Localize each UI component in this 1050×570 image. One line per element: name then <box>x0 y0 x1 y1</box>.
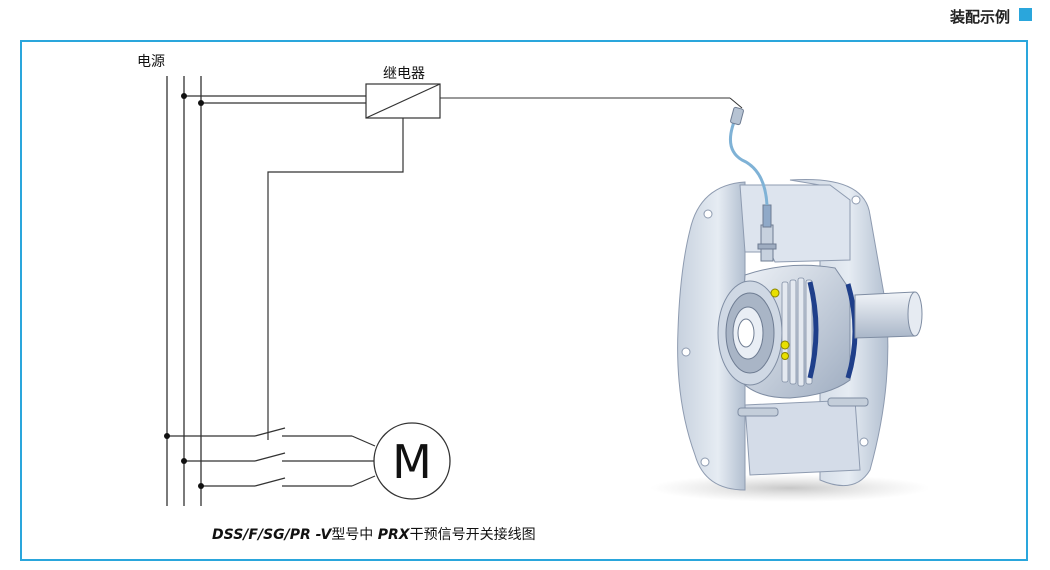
diagram-caption: DSS/F/SG/PR -V型号中 PRX干预信号开关接线图 <box>212 524 536 544</box>
caption-product: PRX <box>377 527 410 543</box>
header-marker <box>1019 8 1032 21</box>
signal-wire <box>440 97 743 109</box>
caption-suffix: 干预信号开关接线图 <box>409 527 536 543</box>
motor-label: M <box>392 435 432 489</box>
junction-dot <box>198 483 204 489</box>
junction-dot <box>164 433 170 439</box>
motor-symbol <box>373 422 451 500</box>
caption-model: DSS/F/SG/PR -V <box>212 527 332 543</box>
junction-dot <box>181 458 187 464</box>
relay-supply-wires <box>184 95 366 104</box>
motor-feed-lines <box>167 427 376 487</box>
control-wire <box>267 118 404 440</box>
junction-dot <box>181 93 187 99</box>
junction-dot <box>198 100 204 106</box>
header-title: 装配示例 <box>949 8 1010 26</box>
power-bus <box>166 76 202 506</box>
torque-limiter-illustration <box>650 106 930 502</box>
power-label: 电源 <box>137 54 165 70</box>
relay-label: 继电器 <box>383 66 425 82</box>
diagram-frame <box>20 40 1028 561</box>
caption-middle: 型号中 <box>331 527 378 543</box>
relay-box <box>365 83 441 119</box>
